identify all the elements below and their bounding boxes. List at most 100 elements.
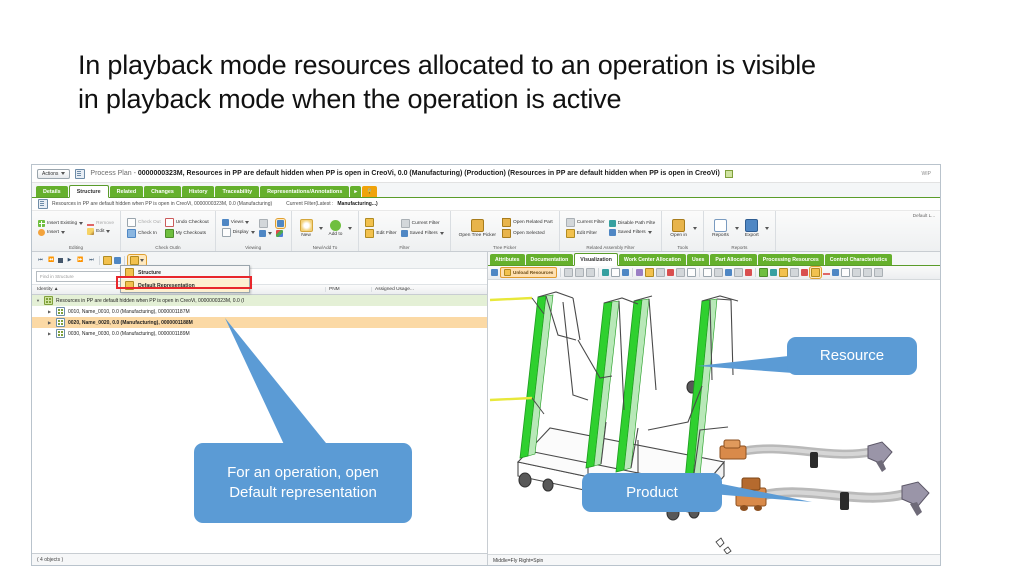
tab-structure[interactable]: Structure: [68, 185, 109, 198]
copy-icon[interactable]: [841, 268, 851, 277]
tab-part-allocation[interactable]: Part Allocation: [710, 254, 757, 265]
insert-button[interactable]: Insert: [38, 229, 83, 236]
tab-work-center-allocation[interactable]: Work Center Allocation: [618, 254, 686, 265]
open-in-button[interactable]: Open in: [668, 218, 689, 238]
columns-button[interactable]: [258, 230, 272, 237]
palette-button[interactable]: [275, 230, 285, 237]
unload-resources-button[interactable]: Unload Resources: [500, 267, 558, 278]
select-icon[interactable]: [676, 268, 686, 277]
raf-saved-filters-button[interactable]: Saved Filters: [608, 229, 656, 236]
paint-icon[interactable]: [636, 269, 644, 276]
tab-details[interactable]: Details: [36, 186, 68, 197]
measure-icon[interactable]: [622, 269, 630, 276]
refresh-button[interactable]: [258, 219, 272, 228]
representation-mode-button[interactable]: [127, 253, 147, 267]
new-label: New: [301, 232, 311, 238]
expand-arrow-icon[interactable]: ▼: [36, 298, 40, 303]
raf-current-filter-button[interactable]: Current Filter: [565, 218, 605, 227]
move-icon[interactable]: [759, 268, 769, 277]
open-selected-button[interactable]: Open Selected: [501, 229, 553, 238]
tab-visualization[interactable]: Visualization: [574, 253, 618, 266]
skip-last-icon[interactable]: ⏭: [89, 257, 94, 263]
expand-tree-icon[interactable]: [114, 256, 121, 264]
main-content: ⏮ ⏪ ▶ ⏩ ⏭: [32, 252, 940, 565]
distance-icon[interactable]: [790, 268, 800, 277]
expand-arrow-icon[interactable]: ▶: [48, 331, 52, 336]
new-button[interactable]: New: [298, 218, 315, 238]
check-in-button[interactable]: Check In: [127, 229, 161, 238]
filter-icon-button[interactable]: [365, 218, 396, 227]
box-icon[interactable]: [703, 268, 713, 277]
views-button[interactable]: Views: [221, 219, 255, 226]
play-icon[interactable]: ▶: [67, 257, 72, 263]
drag-icon[interactable]: [779, 268, 789, 277]
expand-arrow-icon[interactable]: ▶: [48, 309, 52, 314]
actions-button[interactable]: Actions: [37, 168, 71, 179]
table-row[interactable]: ▶ 0010, Name_0010, 0.0 (Manufacturing), …: [32, 306, 487, 317]
pick-icon[interactable]: [734, 268, 744, 277]
highlight-icon[interactable]: [725, 269, 733, 276]
column-header-identity[interactable]: Identity ▲: [37, 287, 59, 292]
skip-first-icon[interactable]: ⏮: [38, 257, 43, 263]
grid-icon[interactable]: [863, 268, 873, 277]
pick2-icon[interactable]: [745, 269, 753, 276]
tab-traceability[interactable]: Traceability: [215, 186, 260, 197]
section-icon[interactable]: [611, 268, 621, 277]
undo-checkout-button[interactable]: Undo Checkout: [164, 218, 209, 227]
annotate-icon[interactable]: [667, 269, 675, 276]
tab-uses[interactable]: Uses: [686, 254, 710, 265]
expand-button[interactable]: [274, 218, 286, 229]
column-header-pnm[interactable]: PNM: [325, 287, 371, 292]
tab-control-characteristics[interactable]: Control Characteristics: [824, 254, 893, 265]
add-to-button[interactable]: Add to: [327, 219, 345, 237]
marker-icon[interactable]: [811, 268, 821, 277]
open-related-part-button[interactable]: Open Related Part: [501, 218, 553, 227]
explode-icon[interactable]: [656, 268, 666, 277]
collapse-tree-icon[interactable]: [103, 255, 112, 265]
zoom-area-icon[interactable]: [586, 268, 596, 277]
save-view-icon[interactable]: [852, 268, 862, 277]
table-row[interactable]: ▶ 0020, Name_0020, 0.0 (Manufacturing), …: [32, 317, 487, 328]
swap-icon[interactable]: [832, 269, 840, 276]
insert-existing-button[interactable]: Insert Existing: [38, 220, 84, 227]
raf-edit-filter-button[interactable]: Edit Filter: [565, 229, 605, 238]
disable-path-filter-button[interactable]: Disable Path Filte: [608, 220, 655, 227]
tab-overflow-button[interactable]: ▸: [350, 186, 362, 197]
current-filter-button[interactable]: Current Filter: [400, 219, 444, 228]
export-button[interactable]: Export: [743, 218, 761, 238]
appearance-icon[interactable]: [645, 268, 655, 277]
structure-mode-icon[interactable]: [491, 269, 498, 276]
step-forward-icon[interactable]: ⏩: [77, 257, 84, 263]
clip-icon[interactable]: [687, 268, 697, 277]
edit-button[interactable]: Edit: [87, 228, 114, 235]
cut-icon[interactable]: [602, 269, 610, 276]
minus-icon[interactable]: [823, 272, 831, 275]
tab-attributes[interactable]: Attributes: [490, 254, 525, 265]
rotate-icon[interactable]: [770, 269, 778, 276]
tab-processing-resources[interactable]: Processing Resources: [757, 254, 824, 265]
3d-viewport[interactable]: Y X Z: [488, 280, 940, 554]
reports-button[interactable]: Reports: [710, 218, 731, 238]
column-header-assigned-usage[interactable]: Assigned Usage...: [371, 287, 487, 292]
clear-icon[interactable]: [801, 269, 809, 276]
stop-icon[interactable]: [58, 257, 63, 263]
query-icon[interactable]: [714, 268, 724, 277]
open-tree-picker-button[interactable]: Open Tree Picker: [457, 218, 498, 238]
fit-icon[interactable]: [564, 268, 574, 277]
table-row[interactable]: ▶ 0030, Name_0030, 0.0 (Manufacturing), …: [32, 328, 487, 339]
tab-documentation[interactable]: Documentation: [525, 254, 574, 265]
tab-history[interactable]: History: [181, 186, 215, 197]
tab-related[interactable]: Related: [109, 186, 144, 197]
my-checkouts-button[interactable]: My Checkouts: [164, 229, 209, 238]
layers-icon[interactable]: [874, 268, 884, 277]
tab-representations-annotations[interactable]: Representations/Annotations: [260, 186, 350, 197]
step-back-icon[interactable]: ⏪: [48, 257, 55, 263]
edit-filter-button[interactable]: Edit Filter: [365, 229, 397, 238]
lock-icon[interactable]: 🔒: [362, 186, 377, 197]
zoom-icon[interactable]: [575, 268, 585, 277]
display-button[interactable]: Display: [221, 228, 255, 237]
saved-filters-button[interactable]: Saved Filters: [400, 230, 444, 237]
table-row[interactable]: ▼ Resources in PP are default hidden whe…: [32, 295, 487, 306]
tab-changes[interactable]: Changes: [144, 186, 181, 197]
expand-arrow-icon[interactable]: ▶: [48, 320, 52, 325]
